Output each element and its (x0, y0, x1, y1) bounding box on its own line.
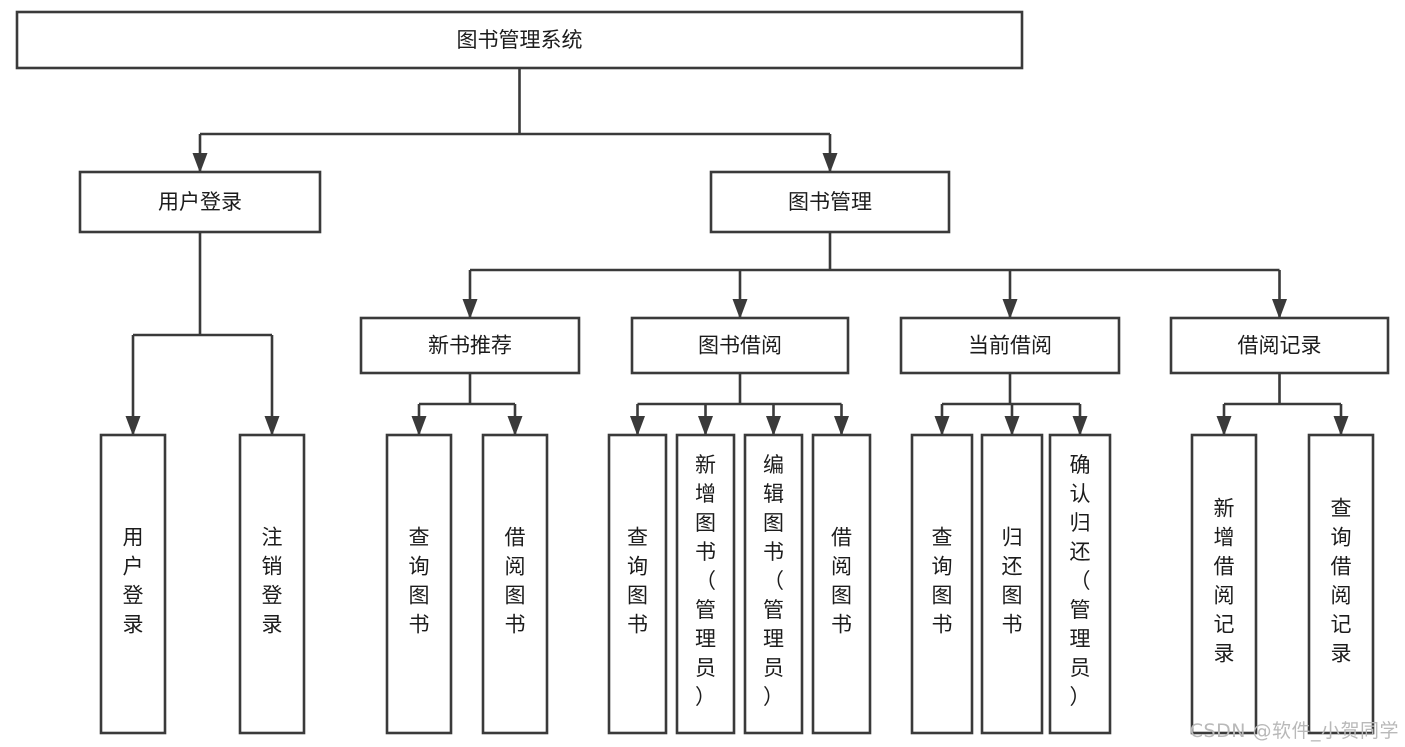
arrow-head-icon (1272, 299, 1287, 319)
node-box-book-manage[interactable] (709, 170, 951, 234)
node-box-leaf-query-book-1[interactable] (385, 433, 453, 735)
node-borrow-record[interactable]: 借阅记录 (1169, 316, 1390, 375)
node-label-book-borrow: 图书借阅 (698, 334, 782, 358)
node-label-user-login: 用户登录 (158, 190, 242, 214)
node-box-leaf-borrow-book-1[interactable] (481, 433, 549, 735)
node-box-borrow-record[interactable] (1169, 316, 1390, 375)
node-label-leaf-add-record: 新增借阅记录 (1214, 497, 1235, 666)
arrow-head-icon (1072, 416, 1088, 436)
arrow-head-icon (732, 299, 748, 319)
arrow-head-icon (264, 416, 280, 436)
node-leaf-query-book-3[interactable]: 查询图书 (910, 433, 974, 735)
node-box-leaf-confirm-return[interactable] (1048, 433, 1112, 735)
arrow-head-icon (125, 416, 141, 436)
node-leaf-query-book-2[interactable]: 查询图书 (607, 433, 668, 735)
node-box-current-borrow[interactable] (899, 316, 1121, 375)
node-root[interactable]: 图书管理系统 (15, 10, 1024, 70)
node-box-leaf-user-logout[interactable] (238, 433, 306, 735)
node-label-leaf-query-record: 查询借阅记录 (1331, 497, 1352, 666)
arrow-head-icon (411, 416, 427, 436)
node-label-book-manage: 图书管理 (788, 190, 872, 214)
node-label-new-book-recommend: 新书推荐 (428, 334, 512, 358)
node-label-leaf-borrow-book-1: 借阅图书 (505, 526, 526, 637)
node-label-leaf-query-book-3: 查询图书 (932, 526, 953, 637)
node-leaf-query-book-1[interactable]: 查询图书 (385, 433, 453, 735)
node-leaf-query-record[interactable]: 查询借阅记录 (1307, 433, 1375, 735)
arrow-head-icon (507, 416, 523, 436)
node-leaf-user-login[interactable]: 用户登录 (99, 433, 167, 735)
node-box-leaf-query-record[interactable] (1307, 433, 1375, 735)
node-label-leaf-confirm-return: 确认归还（管理员） (1070, 453, 1091, 709)
arrow-head-icon (1216, 416, 1232, 436)
nodes-layer: 图书管理系统用户登录图书管理新书推荐图书借阅当前借阅借阅记录用户登录注销登录查询… (15, 10, 1390, 735)
node-box-new-book-recommend[interactable] (359, 316, 581, 375)
node-box-leaf-return-book[interactable] (980, 433, 1044, 735)
arrow-head-icon (630, 416, 645, 436)
node-leaf-borrow-book-2[interactable]: 借阅图书 (811, 433, 872, 735)
node-leaf-return-book[interactable]: 归还图书 (980, 433, 1044, 735)
arrow-head-icon (934, 416, 950, 436)
node-box-leaf-borrow-book-2[interactable] (811, 433, 872, 735)
node-leaf-edit-book[interactable]: 编辑图书（管理员） (743, 433, 804, 735)
connectors-layer (125, 68, 1349, 436)
node-box-leaf-edit-book[interactable] (743, 433, 804, 735)
node-current-borrow[interactable]: 当前借阅 (899, 316, 1121, 375)
arrow-head-icon (766, 416, 781, 436)
arrow-head-icon (1004, 416, 1020, 436)
node-label-leaf-edit-book: 编辑图书（管理员） (763, 453, 784, 709)
node-box-user-login[interactable] (78, 170, 322, 234)
node-book-borrow[interactable]: 图书借阅 (630, 316, 850, 375)
node-label-leaf-user-logout: 注销登录 (262, 526, 283, 637)
node-label-leaf-borrow-book-2: 借阅图书 (831, 526, 852, 637)
arrow-head-icon (1333, 416, 1349, 436)
node-label-leaf-query-book-1: 查询图书 (409, 526, 430, 637)
node-box-root[interactable] (15, 10, 1024, 70)
node-book-manage[interactable]: 图书管理 (709, 170, 951, 234)
node-box-leaf-query-book-3[interactable] (910, 433, 974, 735)
node-label-leaf-query-book-2: 查询图书 (627, 526, 648, 637)
node-box-book-borrow[interactable] (630, 316, 850, 375)
node-box-leaf-query-book-2[interactable] (607, 433, 668, 735)
arrow-head-icon (462, 299, 478, 319)
node-label-borrow-record: 借阅记录 (1238, 334, 1322, 358)
arrow-head-icon (1002, 299, 1018, 319)
node-leaf-add-record[interactable]: 新增借阅记录 (1190, 433, 1258, 735)
node-box-leaf-user-login[interactable] (99, 433, 167, 735)
node-label-current-borrow: 当前借阅 (968, 334, 1052, 358)
node-label-leaf-user-login: 用户登录 (123, 526, 144, 637)
node-label-leaf-add-book: 新增图书（管理员） (695, 453, 716, 709)
node-label-leaf-return-book: 归还图书 (1002, 526, 1023, 637)
node-box-leaf-add-book[interactable] (675, 433, 736, 735)
node-leaf-confirm-return[interactable]: 确认归还（管理员） (1048, 433, 1112, 735)
node-user-login[interactable]: 用户登录 (78, 170, 322, 234)
node-leaf-borrow-book-1[interactable]: 借阅图书 (481, 433, 549, 735)
node-label-root: 图书管理系统 (457, 28, 583, 52)
arrow-head-icon (834, 416, 849, 436)
node-new-book-recommend[interactable]: 新书推荐 (359, 316, 581, 375)
node-box-leaf-add-record[interactable] (1190, 433, 1258, 735)
node-leaf-add-book[interactable]: 新增图书（管理员） (675, 433, 736, 735)
arrow-head-icon (192, 153, 208, 173)
arrow-head-icon (822, 153, 838, 173)
arrow-head-icon (698, 416, 713, 436)
node-leaf-user-logout[interactable]: 注销登录 (238, 433, 306, 735)
